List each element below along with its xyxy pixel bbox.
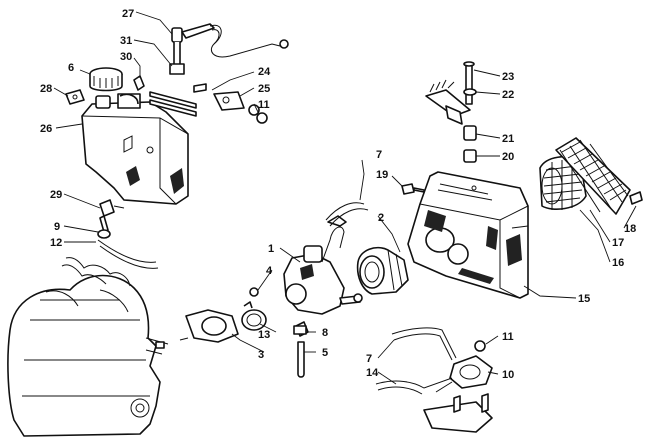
screw-18 — [629, 191, 643, 205]
callout-21: 21 — [502, 133, 514, 145]
callout-5: 5 — [322, 347, 328, 359]
vent-hose-upper — [325, 202, 369, 227]
intake-flange — [179, 309, 239, 343]
leader-lines — [53, 11, 637, 385]
clamp — [241, 301, 267, 331]
callout-16: 16 — [612, 257, 624, 269]
air-silencer — [407, 171, 529, 299]
callout-18: 18 — [624, 223, 636, 235]
intake-screen — [539, 137, 631, 215]
callout-30: 30 — [120, 51, 132, 63]
intake-boot — [356, 246, 409, 295]
hose-carb — [511, 225, 529, 229]
callout-6: 6 — [68, 62, 74, 74]
gasket — [65, 89, 85, 105]
callout-15: 15 — [578, 293, 590, 305]
carburetor — [283, 215, 363, 337]
callout-13: 13 — [258, 329, 270, 341]
sending-unit — [169, 23, 289, 75]
callout-29: 29 — [50, 189, 62, 201]
callout-4: 4 — [266, 265, 273, 277]
oil-line-fitting — [97, 199, 159, 269]
oil-tank — [81, 93, 189, 205]
callout-28: 28 — [40, 83, 52, 95]
callout-23: 23 — [502, 71, 514, 83]
electrical-bracket — [425, 79, 471, 125]
callout-7-lower: 7 — [366, 353, 372, 365]
callout-25: 25 — [258, 83, 270, 95]
engine-block — [7, 257, 169, 437]
callout-2: 2 — [378, 212, 384, 224]
callout-14: 14 — [366, 367, 379, 379]
oil-cap — [89, 67, 123, 92]
callout-12: 12 — [50, 237, 62, 249]
small-parts-carb — [249, 287, 307, 378]
callout-26: 26 — [40, 123, 52, 135]
callout-9: 9 — [54, 221, 60, 233]
callout-22: 22 — [502, 89, 514, 101]
callout-19: 19 — [376, 169, 388, 181]
callout-10: 10 — [502, 369, 514, 381]
callout-17: 17 — [612, 237, 624, 249]
callout-7-upper: 7 — [376, 149, 382, 161]
bolts-upper — [119, 75, 268, 124]
callout-11-upper: 11 — [258, 99, 270, 111]
callout-27: 27 — [122, 8, 134, 20]
bolt-19 — [401, 183, 425, 195]
callout-11-lower: 11 — [502, 331, 514, 343]
callout-31: 31 — [120, 35, 132, 47]
callout-3: 3 — [258, 349, 264, 361]
callout-1: 1 — [268, 243, 274, 255]
callout-24: 24 — [258, 66, 271, 78]
fuel-pump-assembly — [375, 327, 493, 433]
callout-8: 8 — [322, 327, 328, 339]
callout-20: 20 — [502, 151, 514, 163]
callout-labels: 27 31 30 6 28 26 24 25 11 29 9 12 7 2 1 … — [40, 8, 636, 381]
